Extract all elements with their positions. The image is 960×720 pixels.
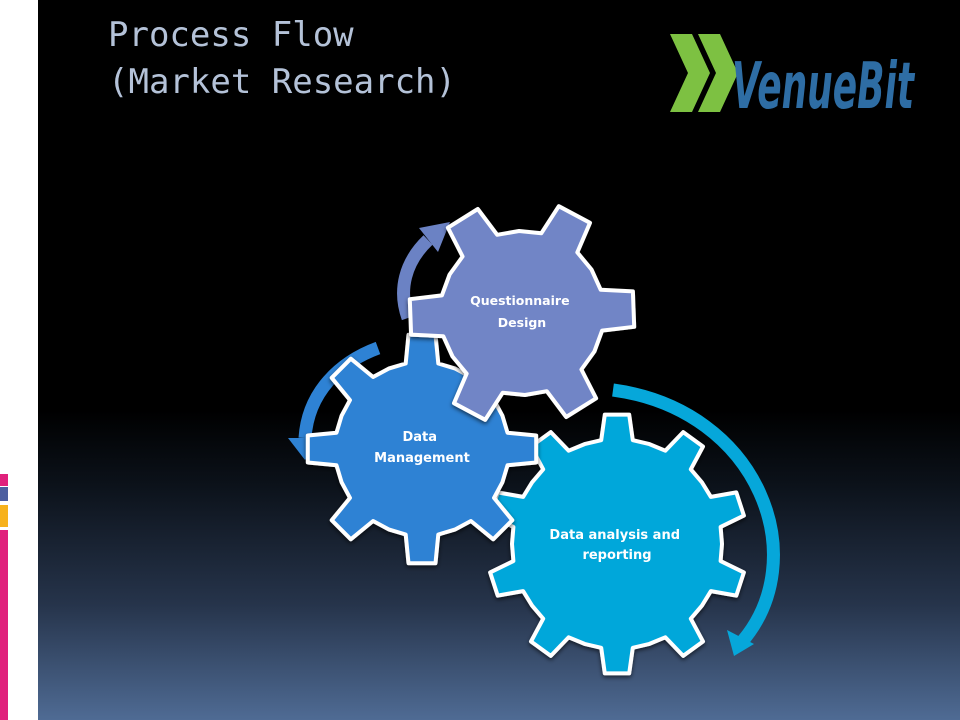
cycle-arrow-top: [397, 222, 450, 321]
gear-questionnaire-shape: [407, 204, 637, 422]
left-stripe-decoration: [0, 0, 38, 720]
gear-questionnaire-label: Questionnaire Design: [470, 293, 574, 330]
gear-data-analysis-label: Data analysis and reporting: [549, 528, 684, 563]
stripe-blue: [0, 487, 8, 501]
cycle-arrow-right: [612, 383, 780, 656]
title-line-2: (Market Research): [108, 62, 456, 102]
gear-questionnaire: Questionnaire Design: [407, 204, 637, 422]
logo-chevron-2-icon: [698, 34, 738, 112]
stripe-pink-top: [0, 474, 8, 486]
title-line-1: Process Flow: [108, 15, 354, 55]
stripe-pink-bottom: [0, 530, 8, 720]
gear-data-analysis: Data analysis and reporting: [488, 412, 746, 676]
gear-data-management-label: Data Management: [374, 430, 470, 466]
logo-chevron-1-icon: [670, 34, 710, 112]
logo-wordmark: VenueBit: [732, 50, 915, 118]
slide-title: Process Flow (Market Research): [108, 12, 456, 106]
venuebit-logo: VenueBit: [670, 34, 915, 118]
stripe-yellow: [0, 505, 8, 527]
